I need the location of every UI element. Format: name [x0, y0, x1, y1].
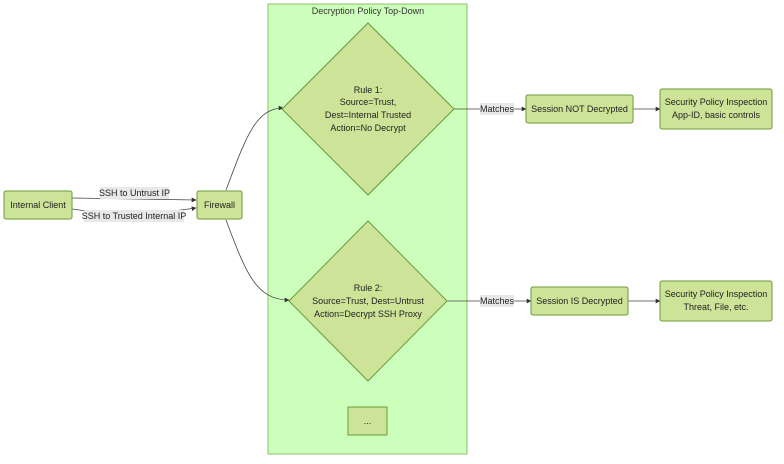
rule2-line-1: Rule 2: — [354, 283, 383, 293]
node-firewall: Firewall — [196, 190, 243, 220]
rule2-line-2: Source=Trust, Dest=Untrust — [312, 296, 424, 306]
rule2-line-3: Action=Decrypt SSH Proxy — [314, 309, 422, 319]
firewall-label: Firewall — [204, 200, 235, 210]
node-rule1-decision: Rule 1: Source=Trust, Dest=Internal Trus… — [281, 22, 455, 196]
node-session-not-decrypted: Session NOT Decrypted — [525, 94, 634, 124]
node-inspection-full: Security Policy Inspection Threat, File,… — [659, 280, 773, 322]
edge-label-rule2-matches: Matches — [480, 295, 515, 307]
session-not-decrypted-label: Session NOT Decrypted — [531, 104, 628, 114]
rule1-line-2: Source=Trust, — [340, 97, 396, 107]
internal-client-label: Internal Client — [10, 200, 66, 210]
inspection-basic-line-1: Security Policy Inspection — [665, 97, 768, 107]
edge-label-trusted-text: SSH to Trusted Internal IP — [82, 211, 187, 221]
node-ellipsis: ... — [347, 406, 388, 436]
inspection-full-line-1: Security Policy Inspection — [665, 289, 768, 299]
rule1-line-3: Dest=Internal Trusted — [325, 110, 411, 120]
cluster-title: Decryption Policy Top-Down — [312, 6, 424, 16]
inspection-basic-line-2: App-ID, basic controls — [672, 110, 761, 120]
node-inspection-basic: Security Policy Inspection App-ID, basic… — [659, 88, 773, 130]
edge-firewall-to-rule1 — [225, 105, 284, 191]
edge-label-untrust-text: SSH to Untrust IP — [99, 188, 170, 198]
rule1-line-1: Rule 1: — [354, 85, 383, 95]
node-session-is-decrypted: Session IS Decrypted — [530, 286, 629, 316]
inspection-full-line-2: Threat, File, etc. — [683, 302, 748, 312]
ellipsis-label: ... — [364, 416, 372, 426]
edge-label-rule1-matches: Matches — [480, 103, 515, 115]
edge-firewall-to-rule2 — [225, 219, 290, 303]
edge-label-rule1-matches-text: Matches — [480, 104, 515, 114]
edge-label-untrust: SSH to Untrust IP — [99, 187, 170, 199]
node-internal-client: Internal Client — [3, 190, 73, 220]
edge-label-rule2-matches-text: Matches — [480, 296, 515, 306]
rule1-line-4: Action=No Decrypt — [330, 123, 406, 133]
edge-label-trusted: SSH to Trusted Internal IP — [82, 210, 187, 222]
session-is-decrypted-label: Session IS Decrypted — [536, 296, 623, 306]
node-rule2-decision: Rule 2: Source=Trust, Dest=Untrust Actio… — [288, 220, 448, 382]
